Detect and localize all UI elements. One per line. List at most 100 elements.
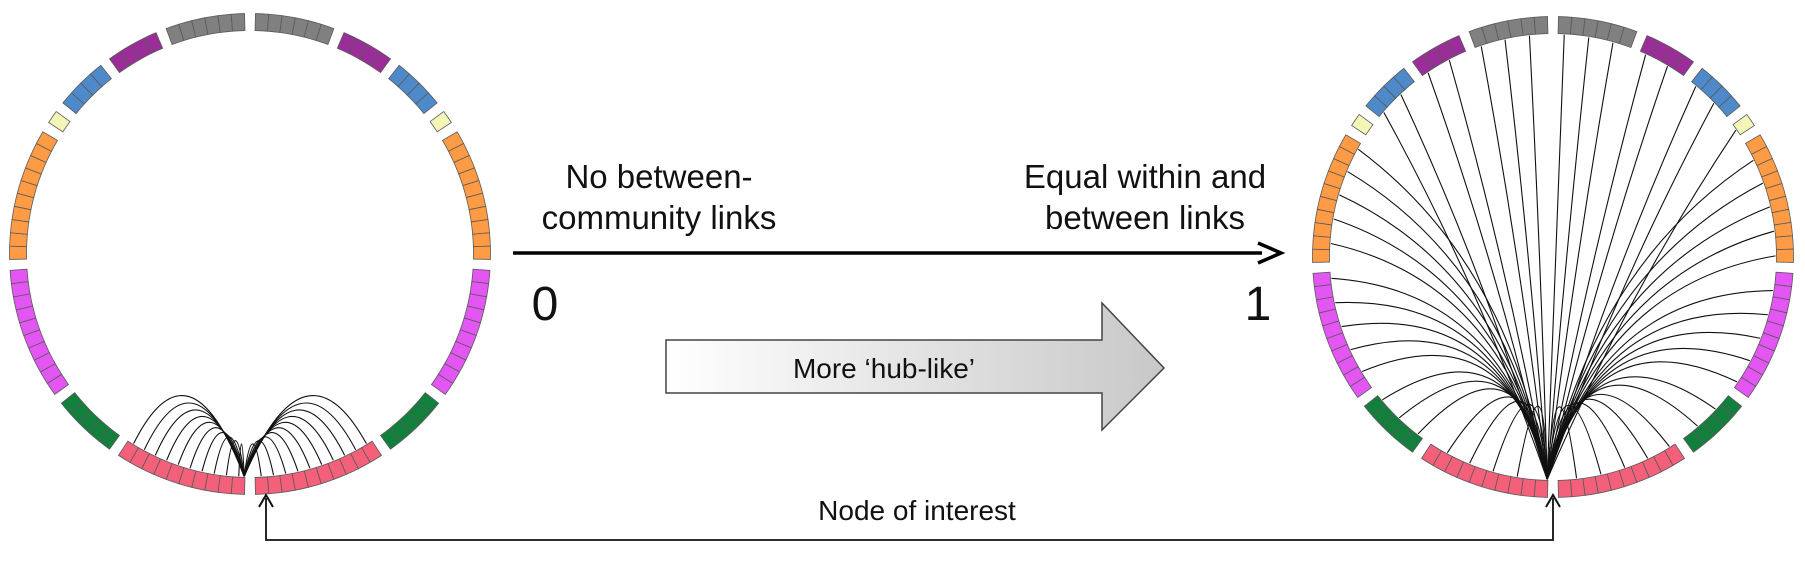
- network-edge: [1546, 406, 1578, 480]
- community-block: [165, 13, 246, 46]
- ring-segment: [1557, 16, 1573, 35]
- ring-segment: [1618, 26, 1638, 49]
- ring-segment: [117, 440, 139, 463]
- ring-segment: [279, 473, 296, 493]
- community-block: [254, 440, 383, 495]
- community-block: [1744, 134, 1794, 263]
- network-edge: [1546, 159, 1754, 480]
- network-edge: [1400, 94, 1548, 480]
- node-of-interest-connector: Node of interest: [258, 493, 1561, 541]
- community-block: [1312, 134, 1362, 263]
- ring-segment: [1338, 134, 1362, 155]
- ring-segment: [429, 110, 452, 133]
- network-edge: [1347, 171, 1548, 480]
- community-block: [1691, 67, 1741, 118]
- network-edge: [1546, 398, 1649, 480]
- ring-segment: [267, 475, 283, 495]
- network-edge: [1546, 402, 1626, 480]
- ring-segment: [9, 245, 28, 260]
- ring-segment: [1507, 18, 1524, 38]
- ring-segment: [1582, 476, 1599, 496]
- network-edge: [177, 421, 245, 477]
- community-block: [1411, 35, 1467, 77]
- ring-segment: [35, 131, 59, 152]
- left-community-ring: [9, 13, 491, 495]
- ring-segment: [1775, 235, 1794, 251]
- community-block: [429, 110, 452, 133]
- community-block: [1733, 271, 1794, 399]
- community-block: [108, 32, 164, 74]
- ring-segment: [143, 32, 164, 54]
- community-block: [9, 131, 59, 260]
- ring-segment: [1773, 222, 1793, 238]
- node-of-interest-label: Node of interest: [818, 495, 1016, 526]
- community-block: [9, 268, 70, 396]
- network-edge: [1448, 59, 1548, 480]
- community-block: [1420, 443, 1549, 498]
- scale-max-label: 1: [1245, 278, 1272, 331]
- community-block: [1557, 443, 1686, 498]
- network-edge: [1528, 35, 1548, 480]
- network-edge: [1357, 148, 1548, 480]
- right-network-edges: [1330, 34, 1776, 480]
- network-edge: [1546, 129, 1737, 480]
- community-block: [1363, 395, 1424, 453]
- ring-segment: [89, 64, 112, 88]
- ring-segment: [315, 23, 335, 46]
- ring-segment: [1733, 376, 1757, 399]
- ring-segment: [1774, 271, 1794, 288]
- scale-min-label: 0: [532, 278, 559, 331]
- network-edge: [1504, 39, 1548, 480]
- ring-segment: [1682, 430, 1705, 453]
- ring-segment: [60, 392, 84, 415]
- ring-segment: [1557, 479, 1573, 498]
- ring-segment: [1672, 53, 1695, 77]
- ring-segment: [10, 281, 31, 298]
- ring-segment: [1732, 113, 1755, 136]
- network-edge: [243, 443, 262, 477]
- network-edge: [1546, 404, 1602, 480]
- community-block: [1557, 16, 1638, 49]
- community-block: [48, 110, 71, 133]
- ring-segment: [9, 268, 29, 285]
- community-block: [1468, 16, 1549, 49]
- network-edge: [243, 436, 287, 477]
- community-block: [117, 440, 246, 495]
- network-edge: [1546, 393, 1670, 480]
- network-edge: [225, 440, 245, 477]
- ring-segment: [204, 15, 221, 35]
- network-edge: [243, 432, 299, 477]
- ring-segment: [1313, 284, 1334, 301]
- ring-segment: [1392, 67, 1415, 91]
- network-edge: [1546, 384, 1698, 480]
- right-community-ring: [1312, 16, 1794, 498]
- community-block: [388, 64, 438, 115]
- network-edge: [1339, 194, 1548, 480]
- ring-segment: [472, 232, 491, 248]
- left-top-label-line2: community links: [542, 199, 777, 236]
- hub-like-arrow: More ‘hub-like’: [665, 301, 1166, 432]
- ring-segment: [1351, 113, 1374, 136]
- network-edge: [243, 427, 311, 477]
- network-edge: [1546, 206, 1770, 480]
- community-block: [1732, 113, 1755, 136]
- community-block: [336, 32, 392, 74]
- ring-segment: [1363, 395, 1387, 418]
- network-edge: [1546, 37, 1590, 480]
- left-network-ring: [9, 13, 491, 495]
- community-block: [430, 268, 491, 396]
- community-block: [1351, 113, 1374, 136]
- ring-segment: [1312, 271, 1332, 288]
- hub-like-arrow-label: More ‘hub-like’: [793, 353, 975, 384]
- network-edge: [1333, 218, 1548, 480]
- ring-segment: [1446, 35, 1467, 57]
- ring-segment: [1533, 16, 1549, 35]
- right-top-label-line1: Equal within and: [1024, 158, 1266, 195]
- ring-segment: [1533, 479, 1549, 498]
- ring-segment: [230, 476, 246, 495]
- community-block: [1365, 67, 1415, 118]
- scale-arrow: [513, 241, 1286, 265]
- community-block: [379, 392, 440, 450]
- ring-segment: [1312, 235, 1331, 251]
- ring-segment: [471, 268, 491, 285]
